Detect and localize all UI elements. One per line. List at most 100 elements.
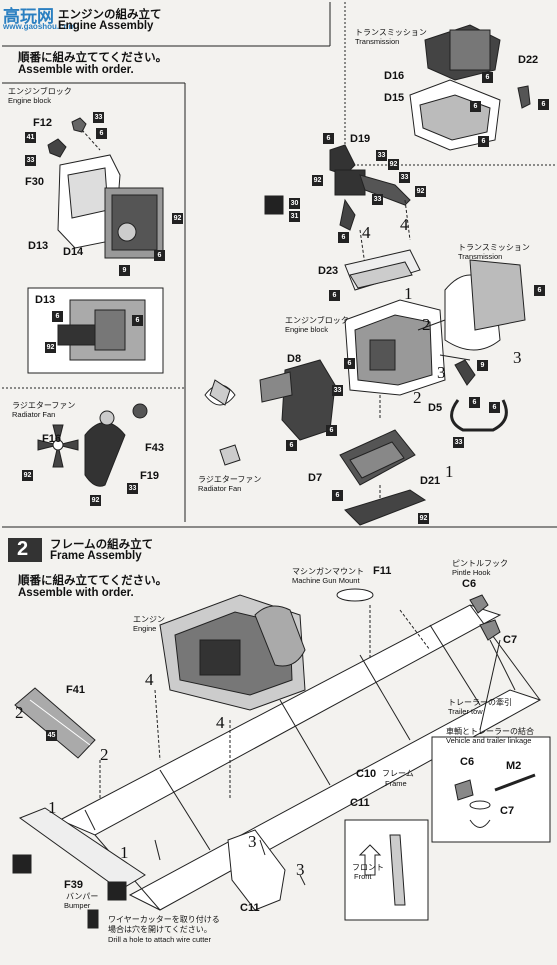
step1-instruction-jp: 順番に組み立ててください。 [18, 52, 168, 64]
step2-title-jp: フレームの組み立て [50, 539, 154, 551]
watermark-url: www.gaoshou.com [3, 22, 76, 31]
step-number: 1 [404, 284, 413, 303]
bumper-label-jp: バンパー [66, 892, 99, 901]
step2-number: 2 [17, 538, 29, 560]
badge-6: 6 [469, 397, 480, 408]
badge-33: 33 [25, 155, 36, 166]
badge-6: 6 [154, 250, 165, 261]
badge-92: 92 [312, 175, 323, 186]
part-D14: D14 [63, 246, 84, 258]
step-number: 4 [216, 713, 225, 732]
engine-block2-label-jp: エンジンブロック [285, 316, 349, 325]
badge-92: 92 [45, 342, 56, 353]
badge-41: 41 [25, 132, 36, 143]
badge-6: 6 [96, 128, 107, 139]
badge-92: 92 [172, 213, 183, 224]
part-D7: D7 [308, 472, 323, 484]
step-number: 3 [248, 832, 257, 851]
badge-6: 6 [538, 99, 549, 110]
engine-block-label-en: Engine block [8, 96, 51, 105]
part-F16: F16 [42, 433, 61, 445]
badge-6: 6 [482, 72, 493, 83]
badge-92: 92 [90, 495, 101, 506]
badge-92: 92 [415, 186, 426, 197]
badge-6: 6 [326, 425, 337, 436]
step-number: 2 [100, 745, 109, 764]
badge-92: 92 [388, 159, 399, 170]
front-label-jp: フロント [352, 863, 384, 872]
part-F11: F11 [373, 565, 392, 577]
watermark-logo: 高玩网 [3, 7, 54, 26]
frame-label-jp: フレーム [382, 769, 414, 778]
part-F30: F30 [25, 176, 44, 188]
part-C11-inset: C11 [350, 797, 370, 809]
step-number: 2 [413, 388, 422, 407]
part-C6: C6 [462, 578, 477, 590]
badge-6: 6 [338, 232, 349, 243]
badge-33: 33 [376, 150, 387, 161]
mg-mount-label-en: Machine Gun Mount [292, 576, 360, 585]
step-number: 4 [145, 670, 154, 689]
step-number: 3 [513, 348, 522, 367]
step-number: 3 [437, 363, 446, 382]
linkage-label-en: Vehicle and trailer linkage [446, 736, 532, 745]
linkage-label-jp: 車輌とトレーラーの結合 [446, 727, 534, 736]
step-number: 4 [362, 223, 371, 242]
trailer-label-en: Trailer tow [448, 707, 483, 716]
step-number: 4 [400, 215, 409, 234]
radiator-label-jp: ラジエターファン [12, 401, 76, 410]
bumper-label-en: Bumper [64, 901, 91, 910]
transmission2-label-jp: トランスミッション [458, 243, 530, 252]
engine-block-label-jp: エンジンブロック [8, 87, 72, 96]
badge-6: 6 [478, 136, 489, 147]
step2-instruction-en: Assemble with order. [18, 587, 134, 599]
badge-33: 33 [453, 437, 464, 448]
badge-92: 92 [418, 513, 429, 524]
part-F41: F41 [66, 684, 85, 696]
badge-33: 33 [93, 112, 104, 123]
radiator2-label-en: Radiator Fan [198, 484, 242, 493]
step-number: 3 [296, 860, 305, 879]
badge-6: 6 [332, 490, 343, 501]
badge-6: 6 [534, 285, 545, 296]
part-D8: D8 [287, 353, 302, 365]
part-F39: F39 [64, 879, 83, 891]
badge-6: 6 [344, 358, 355, 369]
pintle-label-jp: ピントルフック [452, 559, 508, 568]
part-D16: D16 [384, 70, 405, 82]
engine-label-en: Engine [133, 624, 157, 633]
drill-note-jp-1: ワイヤーカッターを取り付ける [108, 915, 220, 924]
engine-block2-label-en: Engine block [285, 325, 328, 334]
part-M2: M2 [506, 760, 522, 772]
badge-33: 33 [372, 194, 383, 205]
part-C11: C11 [240, 902, 260, 914]
badge-6: 6 [329, 290, 340, 301]
badge-9: 9 [477, 360, 488, 371]
part-D22: D22 [518, 54, 539, 66]
badge-45: 45 [46, 730, 57, 741]
part-C7-inset: C7 [500, 805, 515, 817]
step2-title-en: Frame Assembly [50, 550, 142, 562]
badge-33: 33 [399, 172, 410, 183]
step-number: 2 [15, 703, 24, 722]
mg-mount-label-jp: マシンガンマウント [292, 567, 364, 576]
part-C6-inset: C6 [460, 756, 475, 768]
part-D5: D5 [428, 402, 443, 414]
badge-6: 6 [286, 440, 297, 451]
trailer-label-jp: トレーラーの牽引 [448, 698, 512, 707]
badge-92: 92 [22, 470, 33, 481]
part-D15: D15 [384, 92, 405, 104]
part-F43: F43 [145, 442, 164, 454]
drill-note-en: Drill a hole to attach wire cutter [108, 935, 211, 944]
part-D19: D19 [350, 133, 371, 145]
part-F19: F19 [140, 470, 159, 482]
badge-33: 33 [332, 385, 343, 396]
badge-6: 6 [470, 101, 481, 112]
badge-9: 9 [119, 265, 130, 276]
step-number: 1 [48, 798, 57, 817]
frame-label-en: Frame [385, 779, 407, 788]
step-number: 2 [422, 315, 431, 334]
step1-title-en: Engine Assembly [58, 20, 154, 32]
